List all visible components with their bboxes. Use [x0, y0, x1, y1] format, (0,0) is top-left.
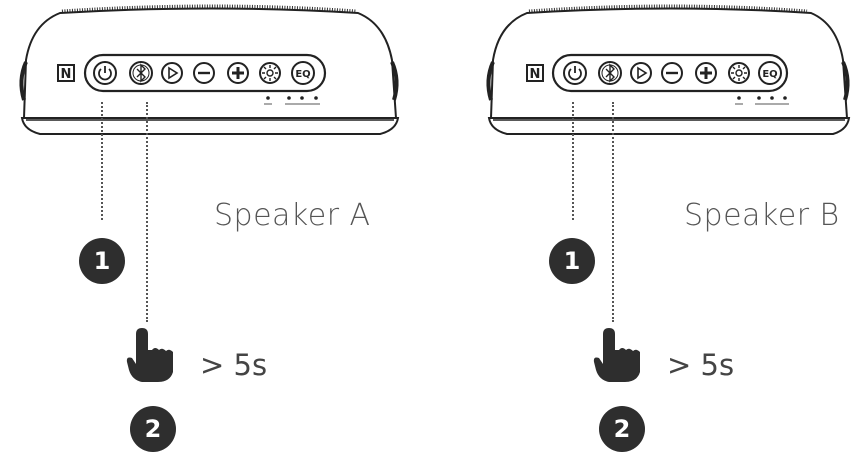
- guide-line-power: [572, 102, 574, 220]
- bluetooth-icon[interactable]: [129, 61, 153, 85]
- nfc-icon: N: [526, 64, 544, 82]
- nfc-icon: N: [57, 64, 75, 82]
- step-2-badge: 2: [599, 406, 645, 452]
- speaker-a-device: N: [19, 4, 400, 135]
- bluetooth-icon[interactable]: [598, 61, 622, 85]
- guide-line-bluetooth: [612, 102, 614, 322]
- step-1-badge: 1: [79, 238, 125, 284]
- speaker-a-label: Speaker A: [214, 198, 371, 233]
- speaker-b-label: Speaker B: [684, 198, 840, 233]
- svg-text:EQ: EQ: [762, 69, 777, 80]
- power-icon[interactable]: [93, 61, 117, 85]
- minus-icon[interactable]: [661, 62, 683, 84]
- hand-press-icon: [593, 328, 640, 382]
- play-icon[interactable]: [630, 62, 652, 84]
- light-icon[interactable]: [728, 62, 750, 84]
- power-icon[interactable]: [563, 61, 587, 85]
- guide-line-bluetooth: [146, 102, 148, 322]
- step-1-badge: 1: [549, 238, 595, 284]
- press-duration-label: > 5s: [200, 348, 268, 382]
- play-icon[interactable]: [161, 62, 183, 84]
- eq-icon[interactable]: EQ: [291, 61, 315, 85]
- plus-icon[interactable]: [695, 62, 717, 84]
- svg-text:N: N: [61, 67, 72, 82]
- light-icon[interactable]: [259, 62, 281, 84]
- hand-press-icon: [126, 328, 173, 382]
- speaker-b-device: N: [486, 4, 851, 135]
- plus-icon[interactable]: [227, 62, 249, 84]
- press-duration-label: > 5s: [667, 348, 735, 382]
- minus-icon[interactable]: [193, 62, 215, 84]
- svg-text:EQ: EQ: [295, 69, 310, 80]
- svg-text:N: N: [530, 67, 541, 82]
- step-2-badge: 2: [130, 406, 176, 452]
- guide-line-power: [101, 102, 103, 220]
- eq-icon[interactable]: EQ: [758, 61, 782, 85]
